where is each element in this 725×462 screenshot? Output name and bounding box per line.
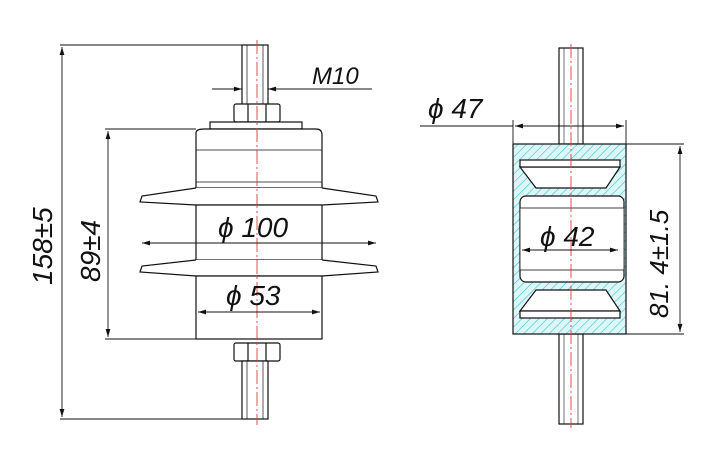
inner-diameter-label: ϕ 42 xyxy=(540,221,595,252)
lower-body xyxy=(195,275,323,340)
lower-insert xyxy=(518,289,622,312)
core-diameter-label: ϕ 53 xyxy=(226,280,281,311)
top-washer xyxy=(209,121,303,130)
right-dimensions xyxy=(420,120,684,335)
lower-shed xyxy=(139,259,379,277)
left-dimensions xyxy=(59,44,376,420)
upper-insert xyxy=(518,166,622,189)
shed-diameter-label: ϕ 100 xyxy=(218,212,288,243)
top-stud xyxy=(241,44,269,106)
left-insulator-view xyxy=(139,44,379,420)
thread-label: M10 xyxy=(312,63,359,90)
total-height-label: 158±5 xyxy=(27,207,58,285)
right-body-height-label: 81. 4±1.5 xyxy=(644,209,674,318)
body-height-label: 89±4 xyxy=(75,220,106,282)
upper-shed xyxy=(139,187,379,206)
upper-body xyxy=(195,128,323,189)
bottom-stud xyxy=(241,360,269,420)
outer-diameter-label: ϕ 47 xyxy=(428,93,484,124)
